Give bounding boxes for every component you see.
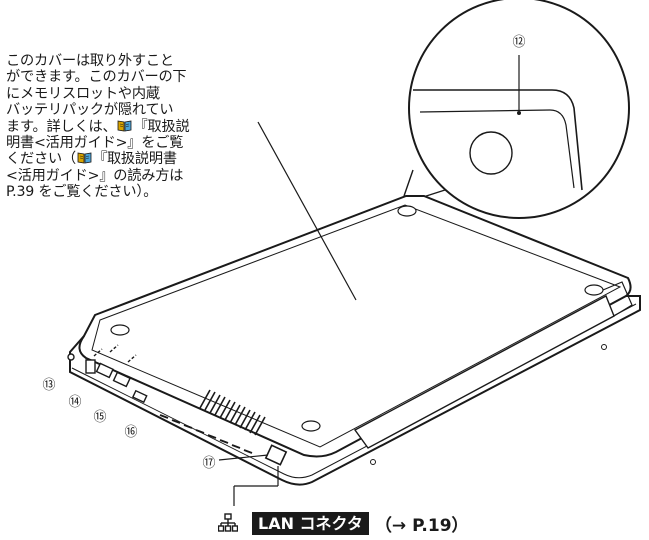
callout-14: ⑭ [68, 395, 81, 410]
note-line: ます。詳しくは、 [6, 118, 117, 135]
note-line: ができます。このカバーの下 [6, 69, 187, 86]
manual-book-icon [117, 119, 132, 132]
leader-lines [218, 121, 357, 506]
note-line: このカバーは取り外すこと [6, 53, 174, 69]
note-line: バッテリパックが隠れてい [6, 102, 174, 119]
note-line: 明書<活用ガイド>』をご覧 [6, 135, 184, 152]
note-line: ください（ [6, 151, 76, 168]
magnifier-detail [403, 0, 630, 219]
note-line-with-icon: ます。詳しくは、『取扱説 [6, 119, 258, 135]
callout-15: ⑮ [93, 410, 106, 425]
side-ports [67, 344, 288, 466]
lan-connector-badge: LAN コネクタ [252, 511, 369, 535]
lan-connector-label: LAN コネクタ （→ P.19） [217, 510, 469, 536]
callout-12: ⑫ [512, 35, 525, 50]
page-reference: （→ P.19） [374, 515, 469, 536]
note-line: 『取扱説 [133, 118, 190, 135]
callout-16: ⑯ [124, 425, 137, 440]
side-slot-row [159, 414, 253, 454]
note-line: <活用ガイド>』の読み方は [6, 167, 184, 184]
laptop-body [67, 195, 641, 486]
network-icon [217, 513, 239, 533]
note-line: にメモリスロットや内蔵 [6, 85, 160, 102]
vent-grille [199, 389, 266, 436]
note-line: 『取扱説明書 [92, 151, 177, 168]
note-line: P.39 をご覧ください）。 [6, 184, 158, 201]
callout-17: ⑰ [202, 456, 215, 471]
cover-note: このカバーは取り外すこと ができます。このカバーの下 にメモリスロットや内蔵 バ… [6, 53, 258, 201]
callout-13: ⑬ [42, 378, 55, 393]
note-line-with-icon: ください（ 『取扱説明書 [6, 151, 258, 167]
manual-book-icon [77, 151, 92, 164]
